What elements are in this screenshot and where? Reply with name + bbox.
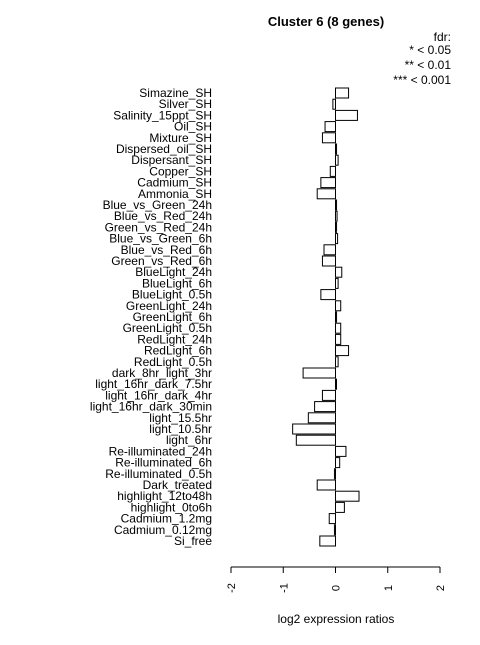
bar-cadmium-sh (320, 177, 336, 189)
bar-group (292, 87, 360, 547)
bar-greenlight-0-5h (335, 322, 342, 334)
bar-redlight-24h (335, 333, 342, 345)
category-label-greenlight-0-5h: GreenLight_0.5h (123, 321, 212, 335)
bar-mixture-sh (321, 132, 336, 144)
category-label-dispersant-sh: Dispersant_SH (131, 153, 212, 167)
x-tick-label: 2 (435, 585, 447, 591)
x-tick-label: -1 (278, 583, 290, 593)
category-label-bluelight-6h: BlueLight_6h (142, 276, 212, 290)
category-label-highlight-12to48h: highlight_12to48h (117, 489, 212, 503)
bar-green-vs-red-24h (335, 221, 338, 233)
bar-light-16hr-dark-4hr (321, 389, 336, 401)
category-label-oil-sh: Oil_SH (174, 120, 212, 134)
bar-re-illuminated-24h (335, 445, 347, 457)
category-label-dispersed-oil-sh: Dispersed_oil_SH (116, 142, 212, 156)
category-label-salinity-15ppt-sh: Salinity_15ppt_SH (113, 108, 212, 122)
x-tick-label: -2 (226, 583, 238, 593)
legend-entry-fdr-001: ** < 0.01 (405, 58, 452, 72)
bar-blue-vs-green-6h (335, 233, 339, 245)
category-label-mixture-sh: Mixture_SH (149, 131, 212, 145)
category-label-highlight-0to6h: highlight_0to6h (131, 500, 212, 514)
category-label-light-10-5hr: light_10.5hr (149, 422, 212, 436)
category-label-re-illuminated-6h: Re-illuminated_6h (115, 456, 212, 470)
category-label-cadmium-sh: Cadmium_SH (137, 176, 212, 190)
category-label-green-vs-red-6h: Green_vs_Red_6h (111, 254, 212, 268)
x-axis-label: log2 expression ratios (278, 612, 395, 626)
category-label-blue-vs-red-6h: Blue_vs_Red_6h (121, 243, 212, 257)
x-tick-label: 0 (331, 585, 343, 591)
legend-entry-fdr-005: * < 0.05 (409, 43, 451, 57)
bar-copper-sh (329, 165, 336, 177)
bar-simazine-sh (335, 87, 350, 99)
bar-oil-sh (324, 121, 336, 133)
category-label-greenlight-24h: GreenLight_24h (126, 299, 212, 313)
bar-highlight-0to6h (335, 501, 345, 513)
bar-redlight-6h (335, 345, 350, 357)
bar-redlight-0-5h (335, 356, 339, 368)
bar-cadmium-0-12mg (333, 524, 336, 536)
category-label-green-vs-red-24h: Green_vs_Red_24h (105, 220, 212, 234)
bar-dark-treated (316, 479, 336, 491)
category-label-greenlight-6h: GreenLight_6h (133, 310, 212, 324)
x-tick-label: 1 (383, 585, 395, 591)
category-label-light-16hr-dark-7-5hr: light_16hr_dark_7.5hr (95, 377, 212, 391)
bar-green-vs-red-6h (321, 255, 336, 267)
bar-light-16hr-dark-30min (314, 401, 337, 413)
category-label-blue-vs-green-24h: Blue_vs_Green_24h (103, 198, 212, 212)
category-label-si-free: Si_free (174, 534, 212, 548)
x-axis: -2 -1 0 1 2 (226, 566, 447, 593)
legend-title: fdr: (434, 30, 451, 44)
category-label-light-16hr-dark-30min: light_16hr_dark_30min (90, 400, 212, 414)
category-label-simazine-sh: Simazine_SH (139, 86, 212, 100)
bar-re-illuminated-6h (335, 457, 341, 469)
category-label-redlight-6h: RedLight_6h (144, 344, 212, 358)
bar-bluelight-0-5h (320, 289, 336, 301)
bar-dark-8hr-light-3hr (302, 367, 337, 379)
bar-light-10-5hr (292, 423, 336, 435)
category-label-light-15-5hr: light_15.5hr (149, 411, 212, 425)
category-label-dark-8hr-light-3hr: dark_8hr_light_3hr (112, 366, 212, 380)
category-label-blue-vs-green-6h: Blue_vs_Green_6h (109, 232, 212, 246)
category-label-redlight-24h: RedLight_24h (137, 332, 212, 346)
category-label-cadmium-1-2mg: Cadmium_1.2mg (121, 512, 212, 526)
bar-blue-vs-red-6h (323, 244, 337, 256)
category-label-group: Simazine_SHSilver_SHSalinity_15ppt_SHOil… (90, 86, 212, 548)
category-label-blue-vs-red-24h: Blue_vs_Red_24h (114, 209, 212, 223)
bar-highlight-12to48h (335, 490, 360, 502)
bar-ammonia-sh (316, 188, 336, 200)
bar-dispersed-oil-sh (335, 143, 338, 155)
bar-greenlight-24h (335, 300, 342, 312)
bar-light-16hr-dark-7-5hr (335, 378, 337, 390)
bar-dispersant-sh (335, 154, 339, 166)
bar-si-free (319, 535, 337, 547)
category-label-dark-treated: Dark_treated (143, 478, 212, 492)
category-label-bluelight-24h: BlueLight_24h (135, 265, 212, 279)
category-label-ammonia-sh: Ammonia_SH (138, 187, 212, 201)
category-label-copper-sh: Copper_SH (149, 164, 212, 178)
category-label-bluelight-0-5h: BlueLight_0.5h (132, 288, 212, 302)
bar-bluelight-24h (335, 266, 343, 278)
category-label-light-16hr-dark-4hr: light_16hr_dark_4hr (105, 388, 212, 402)
bar-blue-vs-red-24h (335, 210, 338, 222)
bar-greenlight-6h (335, 311, 338, 323)
category-label-cadmium-0-12mg: Cadmium_0.12mg (114, 523, 212, 537)
bar-salinity-15ppt-sh (335, 109, 358, 121)
category-label-re-illuminated-0-5h: Re-illuminated_0.5h (105, 467, 212, 481)
legend-entry-fdr-0001: *** < 0.001 (393, 73, 451, 87)
bar-light-15-5hr (307, 412, 336, 424)
bar-blue-vs-green-24h (335, 199, 338, 211)
bar-silver-sh (332, 98, 337, 110)
category-label-re-illuminated-24h: Re-illuminated_24h (109, 444, 212, 458)
category-label-light-6hr: light_6hr (166, 433, 212, 447)
chart-title: Cluster 6 (8 genes) (268, 14, 384, 29)
bar-bluelight-6h (335, 277, 339, 289)
category-label-silver-sh: Silver_SH (159, 97, 212, 111)
category-label-redlight-0-5h: RedLight_0.5h (134, 355, 212, 369)
bar-re-illuminated-0-5h (333, 468, 336, 480)
bar-cadmium-1-2mg (328, 513, 337, 525)
bar-light-6hr (295, 434, 336, 446)
